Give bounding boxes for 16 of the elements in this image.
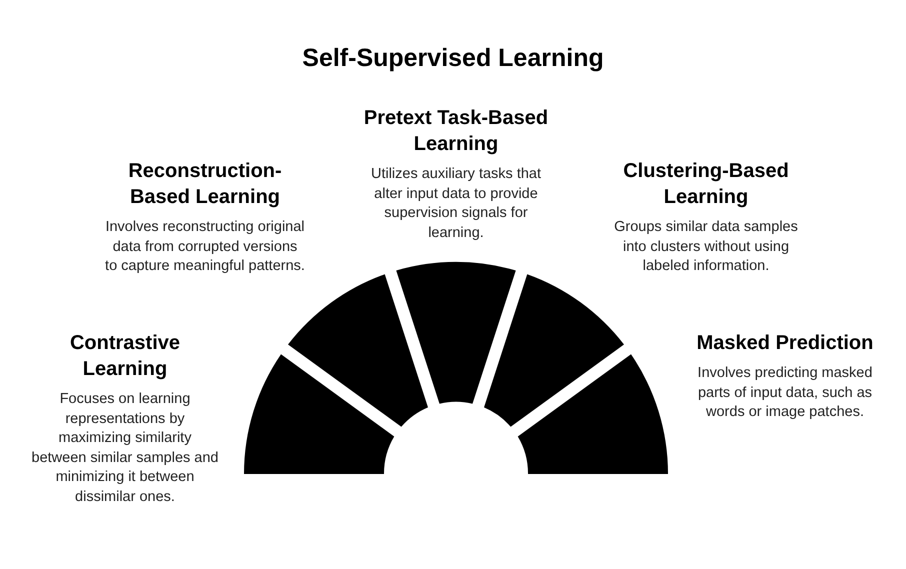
- segment-description: Groups similar data samples into clusters without using labeled information.: [613, 218, 799, 276]
- diagram-title: Self-Supervised Learning: [301, 44, 605, 73]
- segment-heading: Clustering-Based Learning: [622, 159, 790, 210]
- segment-heading: Pretext Task-Based Learning: [362, 106, 550, 157]
- segment-description: Focuses on learning representations by maximizing similarity between similar samples and minimizing it between dissimilar ones.: [30, 390, 220, 506]
- arc-segment: [244, 354, 394, 474]
- segment-description: Utilizes auxiliary tasks that alter input data to provide supervision signals for learning.: [370, 165, 542, 242]
- arc-segment: [396, 262, 516, 404]
- arc-segment: [288, 274, 428, 427]
- segment-description: Involves predicting masked parts of input data, such as words or image patches.: [696, 364, 874, 422]
- arc-segment: [484, 274, 624, 427]
- segment-heading: Reconstruction-Based Learning: [127, 159, 283, 210]
- segment-heading: Masked Prediction: [696, 331, 874, 356]
- arc-segment: [518, 354, 668, 474]
- segment-description: Involves reconstructing original data from corrupted versions to capture meaningful patterns.: [105, 218, 305, 276]
- segment-heading: Contrastive Learning: [68, 331, 182, 382]
